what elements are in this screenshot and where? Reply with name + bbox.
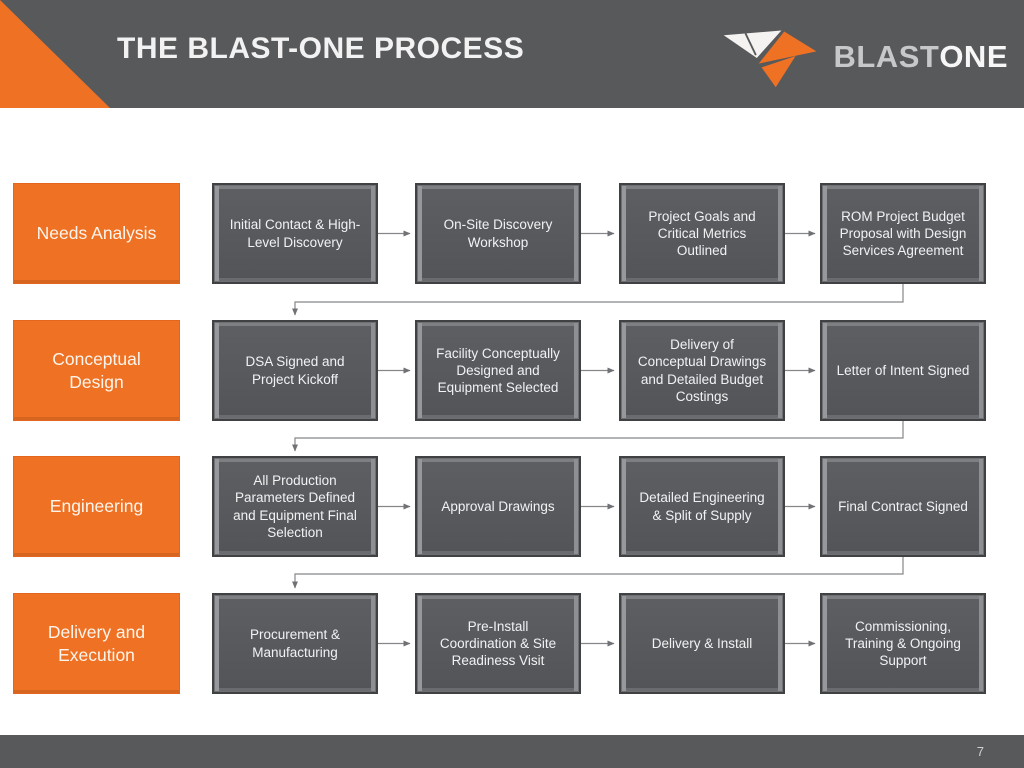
phase-label-delivery-and-execution: Delivery and Execution	[13, 593, 180, 694]
phase-label-text: Delivery and Execution	[47, 621, 146, 665]
process-step: On-Site Discovery Workshop	[415, 183, 581, 284]
process-step-text: Delivery & Install	[651, 635, 753, 651]
logo-text-blast: BLAST	[833, 39, 940, 74]
process-step: Commissioning, Training & Ongoing Suppor…	[820, 593, 986, 694]
blastone-logo-text: BLASTONE	[833, 39, 1008, 75]
process-step-text: Letter of Intent Signed	[836, 362, 970, 378]
process-step-text: Project Goals and Critical Metrics Outli…	[648, 208, 756, 259]
blastone-logo-icon	[724, 30, 817, 88]
phase-label-engineering: Engineering	[13, 456, 180, 557]
process-step: Final Contract Signed	[820, 456, 986, 557]
page-title: THE BLAST-ONE PROCESS	[117, 32, 525, 65]
process-step: Letter of Intent Signed	[820, 320, 986, 421]
process-step-text: Facility Conceptually Designed and Equip…	[436, 345, 560, 396]
process-step: All Production Parameters Defined and Eq…	[212, 456, 378, 557]
process-step: Project Goals and Critical Metrics Outli…	[619, 183, 785, 284]
process-step-text: Pre-Install Coordination & Site Readines…	[439, 618, 557, 669]
process-step-text: Procurement & Manufacturing	[249, 627, 341, 660]
logo-text-one: ONE	[939, 39, 1008, 74]
corner-triangle-decoration	[0, 0, 110, 108]
process-step: Delivery of Conceptual Drawings and Deta…	[619, 320, 785, 421]
process-step-text: Approval Drawings	[441, 498, 555, 514]
process-step: Detailed Engineering & Split of Supply	[619, 456, 785, 557]
process-step: Initial Contact & High-Level Discovery	[212, 183, 378, 284]
process-step-text: ROM Project Budget Proposal with Design …	[839, 208, 967, 259]
phase-label-text: Conceptual Design	[52, 348, 141, 392]
page-number: 7	[976, 744, 984, 759]
phase-label-text: Needs Analysis	[36, 223, 157, 244]
phase-label-conceptual-design: Conceptual Design	[13, 320, 180, 421]
process-step: ROM Project Budget Proposal with Design …	[820, 183, 986, 284]
slide-footer: 7	[0, 735, 1024, 768]
process-step-text: Delivery of Conceptual Drawings and Deta…	[637, 336, 767, 404]
process-step: DSA Signed and Project Kickoff	[212, 320, 378, 421]
process-step-text: Commissioning, Training & Ongoing Suppor…	[845, 618, 961, 669]
process-step-text: Initial Contact & High-Level Discovery	[229, 217, 361, 250]
process-step-text: On-Site Discovery Workshop	[443, 217, 553, 250]
process-step: Procurement & Manufacturing	[212, 593, 378, 694]
phase-label-text: Engineering	[49, 496, 144, 517]
process-step: Pre-Install Coordination & Site Readines…	[415, 593, 581, 694]
process-step-text: Detailed Engineering & Split of Supply	[639, 490, 765, 523]
blastone-logo: BLASTONE	[719, 22, 1008, 92]
process-step: Delivery & Install	[619, 593, 785, 694]
process-step-text: All Production Parameters Defined and Eq…	[233, 472, 357, 540]
process-step: Approval Drawings	[415, 456, 581, 557]
process-step-text: DSA Signed and Project Kickoff	[245, 354, 345, 387]
process-step-text: Final Contract Signed	[838, 498, 968, 514]
slide-header: THE BLAST-ONE PROCESS BLASTONE	[0, 0, 1024, 108]
process-step: Facility Conceptually Designed and Equip…	[415, 320, 581, 421]
phase-label-needs-analysis: Needs Analysis	[13, 183, 180, 284]
